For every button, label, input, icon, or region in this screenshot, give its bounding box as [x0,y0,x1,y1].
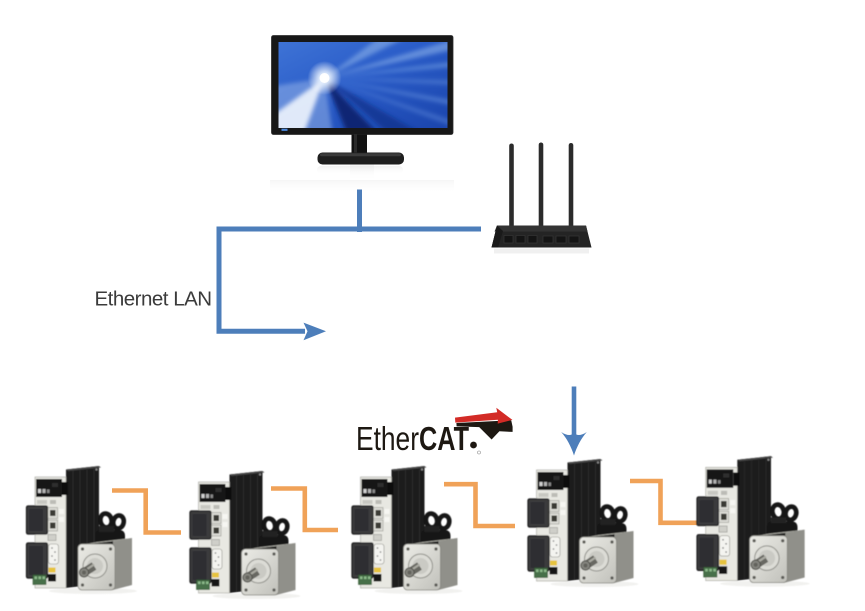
svg-text:CAT: CAT [419,421,469,458]
svg-text:Ethernet LAN: Ethernet LAN [95,288,212,311]
svg-text:Ether: Ether [356,421,419,458]
